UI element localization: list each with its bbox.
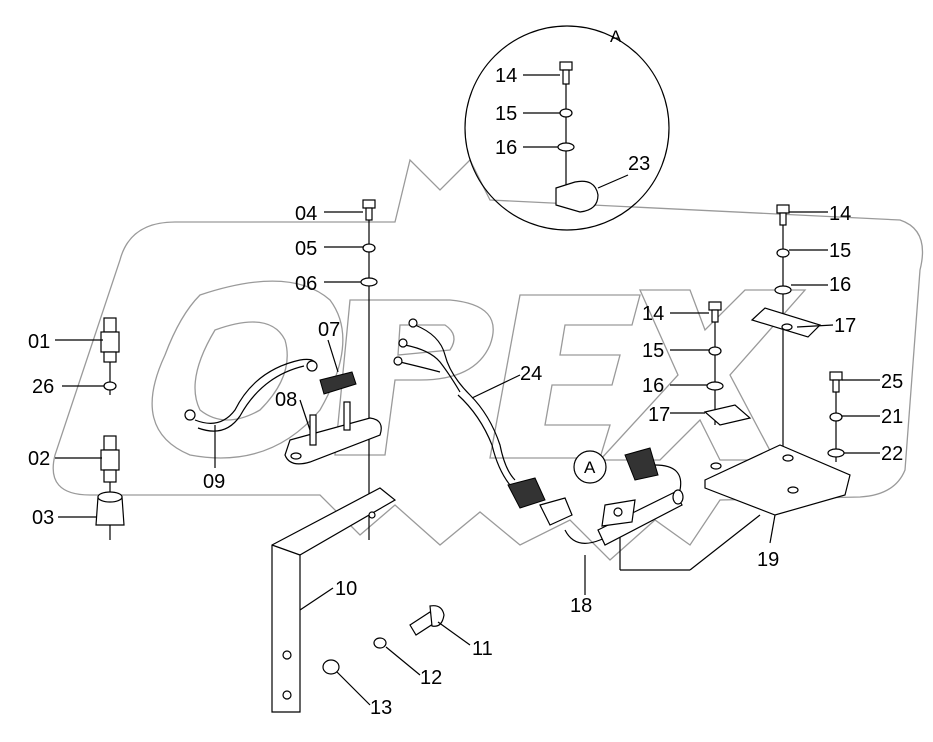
harness-18 bbox=[564, 447, 684, 546]
detail-a-label: A bbox=[610, 27, 622, 46]
bracket-10 bbox=[271, 487, 397, 713]
callout-r-25: 25 bbox=[881, 371, 903, 393]
callout-13: 13 bbox=[370, 697, 392, 719]
callout-m-17: 17 bbox=[648, 404, 670, 426]
callout-r-21: 21 bbox=[881, 406, 903, 428]
gear-watermark bbox=[52, 158, 924, 561]
p-clamp bbox=[555, 180, 599, 213]
adapter-03 bbox=[95, 491, 125, 526]
bolt-shank bbox=[562, 69, 570, 85]
bolt-stack-right bbox=[750, 204, 822, 338]
detail-a-circle bbox=[464, 25, 670, 231]
callout-05: 05 bbox=[295, 238, 317, 260]
bolt-stack-middle bbox=[703, 301, 752, 426]
callout-m-15: 15 bbox=[642, 340, 664, 362]
callout-leaders bbox=[55, 74, 880, 706]
flat-washer bbox=[557, 142, 575, 152]
callout-a-16: 16 bbox=[495, 137, 517, 159]
fuse-holder bbox=[284, 371, 382, 465]
sensor-02 bbox=[100, 435, 120, 483]
callout-03: 03 bbox=[32, 507, 54, 529]
callout-a-14: 14 bbox=[495, 65, 517, 87]
callout-06: 06 bbox=[295, 273, 317, 295]
detail-a-marker bbox=[573, 450, 607, 484]
bolt-stack-04 bbox=[360, 199, 378, 287]
callout-19: 19 bbox=[757, 549, 779, 571]
callout-10: 10 bbox=[335, 578, 357, 600]
callout-m-14: 14 bbox=[642, 303, 664, 325]
callout-18: 18 bbox=[570, 595, 592, 617]
plate-19 bbox=[704, 444, 851, 516]
callout-a-23: 23 bbox=[628, 153, 650, 175]
callout-09: 09 bbox=[203, 471, 225, 493]
callout-12: 12 bbox=[420, 667, 442, 689]
washer-12 bbox=[373, 637, 387, 649]
callout-11: 11 bbox=[472, 638, 493, 660]
washer-13 bbox=[322, 659, 340, 675]
callout-02: 02 bbox=[28, 448, 50, 470]
callout-a-15: 15 bbox=[495, 103, 517, 125]
detail-a-ref-label: A bbox=[584, 458, 596, 477]
sensor-01 bbox=[100, 317, 120, 363]
callout-r-16: 16 bbox=[829, 274, 851, 296]
callout-24: 24 bbox=[520, 363, 542, 385]
bolt-11 bbox=[409, 605, 445, 636]
callout-r-15: 15 bbox=[829, 240, 851, 262]
callout-01: 01 bbox=[28, 331, 50, 353]
opex-watermark bbox=[151, 280, 807, 461]
callout-04: 04 bbox=[295, 203, 317, 225]
detail-a-parts bbox=[555, 61, 599, 213]
washer-26 bbox=[103, 381, 117, 391]
callout-07: 07 bbox=[318, 319, 340, 341]
harness-24 bbox=[393, 318, 573, 526]
callout-r-14: 14 bbox=[829, 203, 851, 225]
callout-08: 08 bbox=[275, 389, 297, 411]
bolt-head bbox=[559, 61, 573, 71]
bolt-stack-far-right bbox=[827, 371, 845, 458]
callout-r-22: 22 bbox=[881, 443, 903, 465]
callout-m-16: 16 bbox=[642, 375, 664, 397]
callout-r-17: 17 bbox=[834, 315, 856, 337]
spring-washer bbox=[559, 108, 573, 118]
callout-26: 26 bbox=[32, 376, 54, 398]
